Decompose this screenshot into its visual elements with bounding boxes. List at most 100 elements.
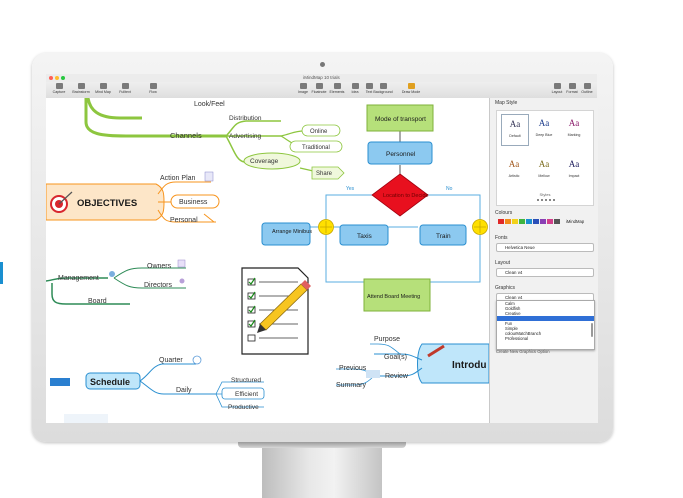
dropdown-scrollbar[interactable] — [591, 323, 593, 337]
elements-button[interactable]: Elements — [326, 83, 348, 97]
checklist-clipart[interactable] — [241, 267, 311, 355]
graphics-option[interactable]: Creative — [505, 311, 521, 316]
layout-select[interactable]: Clean v4 — [496, 268, 594, 277]
graphics-option[interactable]: Fun — [505, 321, 513, 326]
traditional-node[interactable] — [289, 140, 343, 153]
close-window-button[interactable] — [49, 75, 53, 80]
format-button[interactable]: Format — [561, 83, 583, 97]
calendar-icon — [177, 259, 186, 268]
text-button[interactable]: Text — [358, 83, 380, 97]
checkbox-icon — [247, 292, 256, 300]
fonts-title: Fonts — [495, 235, 508, 241]
mode-of-transport-node[interactable] — [366, 104, 434, 132]
junction-cross — [474, 221, 486, 233]
distribution-label: Distribution — [229, 115, 262, 122]
person-icon — [179, 278, 185, 284]
mind-map-button[interactable]: Mind Map — [92, 83, 114, 97]
mind-map-canvas[interactable]: Look/Feel Channels Distribution Advertis… — [46, 98, 489, 423]
create-graphics-option-link[interactable]: Create New Graphics Option — [496, 349, 550, 354]
draw-mode-button[interactable]: Draw Mode — [400, 83, 422, 97]
action-plan-label: Action Plan — [160, 175, 196, 182]
schedule-label: Schedule — [90, 377, 130, 387]
decision-node[interactable] — [371, 173, 429, 217]
coverage-node[interactable] — [243, 152, 301, 170]
graphics-option[interactable]: Professional — [505, 336, 529, 341]
flow-button[interactable]: Flow — [142, 83, 164, 97]
owners-label: Owners — [147, 263, 172, 270]
floatnote-button[interactable]: Floatnote — [308, 83, 330, 97]
train-node[interactable] — [419, 224, 467, 246]
graphics-title: Graphics — [495, 285, 516, 291]
coverage-label: Coverage — [250, 158, 279, 165]
image-icon — [299, 83, 307, 89]
outline-button[interactable]: Outline — [576, 83, 598, 97]
minimize-window-button[interactable] — [55, 75, 59, 80]
arrange-minibus-node[interactable] — [261, 222, 311, 246]
colour-swatch[interactable] — [554, 219, 560, 224]
summary-branch — [336, 375, 375, 386]
personal-label: Personal — [170, 217, 198, 224]
colour-swatch[interactable] — [533, 219, 539, 224]
taxis-node[interactable] — [339, 224, 389, 246]
zoom-window-button[interactable] — [61, 75, 65, 80]
graphics-option[interactable]: colourMatchBranch — [505, 331, 542, 336]
background-button[interactable]: Background — [372, 83, 394, 97]
daily-label: Daily — [176, 387, 192, 394]
board-branch — [51, 283, 130, 305]
capture-button[interactable]: Capture — [48, 83, 70, 97]
colour-swatch[interactable] — [547, 219, 553, 224]
capture-icon — [55, 83, 63, 89]
colour-swatch[interactable] — [512, 219, 518, 224]
previous-label: Previous — [339, 365, 367, 372]
personal-branch — [157, 209, 216, 223]
fulltext-button[interactable]: Fulltext — [114, 83, 136, 97]
online-node[interactable] — [301, 124, 341, 137]
colour-swatch[interactable] — [505, 219, 511, 224]
productive-label: Productive — [228, 404, 259, 411]
map-style-title: Map Style — [495, 100, 518, 106]
graphics-option[interactable]: Goldfish — [505, 306, 521, 311]
share-node[interactable] — [311, 166, 345, 180]
business-node[interactable] — [170, 194, 220, 209]
flow-connector-yes — [325, 194, 372, 226]
layout-button[interactable]: Layout — [546, 83, 568, 97]
floatnote-icon — [315, 83, 323, 89]
checkbox-icon — [247, 334, 256, 342]
review-branch — [376, 367, 423, 377]
productive-branch — [215, 393, 264, 408]
colour-swatch[interactable] — [540, 219, 546, 224]
image-button[interactable]: Image — [292, 83, 314, 97]
page-dots[interactable] — [537, 199, 555, 201]
arrow-icon — [58, 191, 73, 205]
colour-swatches[interactable]: iMindMap — [496, 218, 592, 226]
graphics-option-selected[interactable] — [497, 316, 594, 321]
style-preview-icon: Aa — [568, 118, 580, 128]
structured-branch — [215, 381, 264, 395]
fonts-select[interactable]: Helvetica Neue — [496, 243, 594, 252]
board-label: Board — [88, 298, 107, 305]
personnel-node[interactable] — [367, 141, 433, 165]
efficient-node[interactable] — [221, 387, 265, 400]
text-icon — [365, 83, 373, 89]
colour-swatch[interactable] — [526, 219, 532, 224]
colour-swatch[interactable] — [519, 219, 525, 224]
colour-swatch[interactable] — [498, 219, 504, 224]
attend-board-meeting-node[interactable] — [363, 278, 431, 312]
mind-map-drawing: Look/Feel Channels Distribution Advertis… — [46, 98, 489, 423]
graphics-option[interactable]: Simple — [505, 326, 518, 331]
brainstorm-button[interactable]: Brainstorm — [70, 83, 92, 97]
introduction-node[interactable] — [417, 343, 490, 384]
management-label: Management — [58, 275, 99, 282]
style-preview-icon: Aa — [509, 119, 521, 129]
idea-button[interactable]: Idea — [344, 83, 366, 97]
graphics-option[interactable]: Calm — [505, 301, 515, 306]
objectives-label: OBJECTIVES — [77, 198, 137, 209]
purpose-branch — [370, 343, 401, 355]
